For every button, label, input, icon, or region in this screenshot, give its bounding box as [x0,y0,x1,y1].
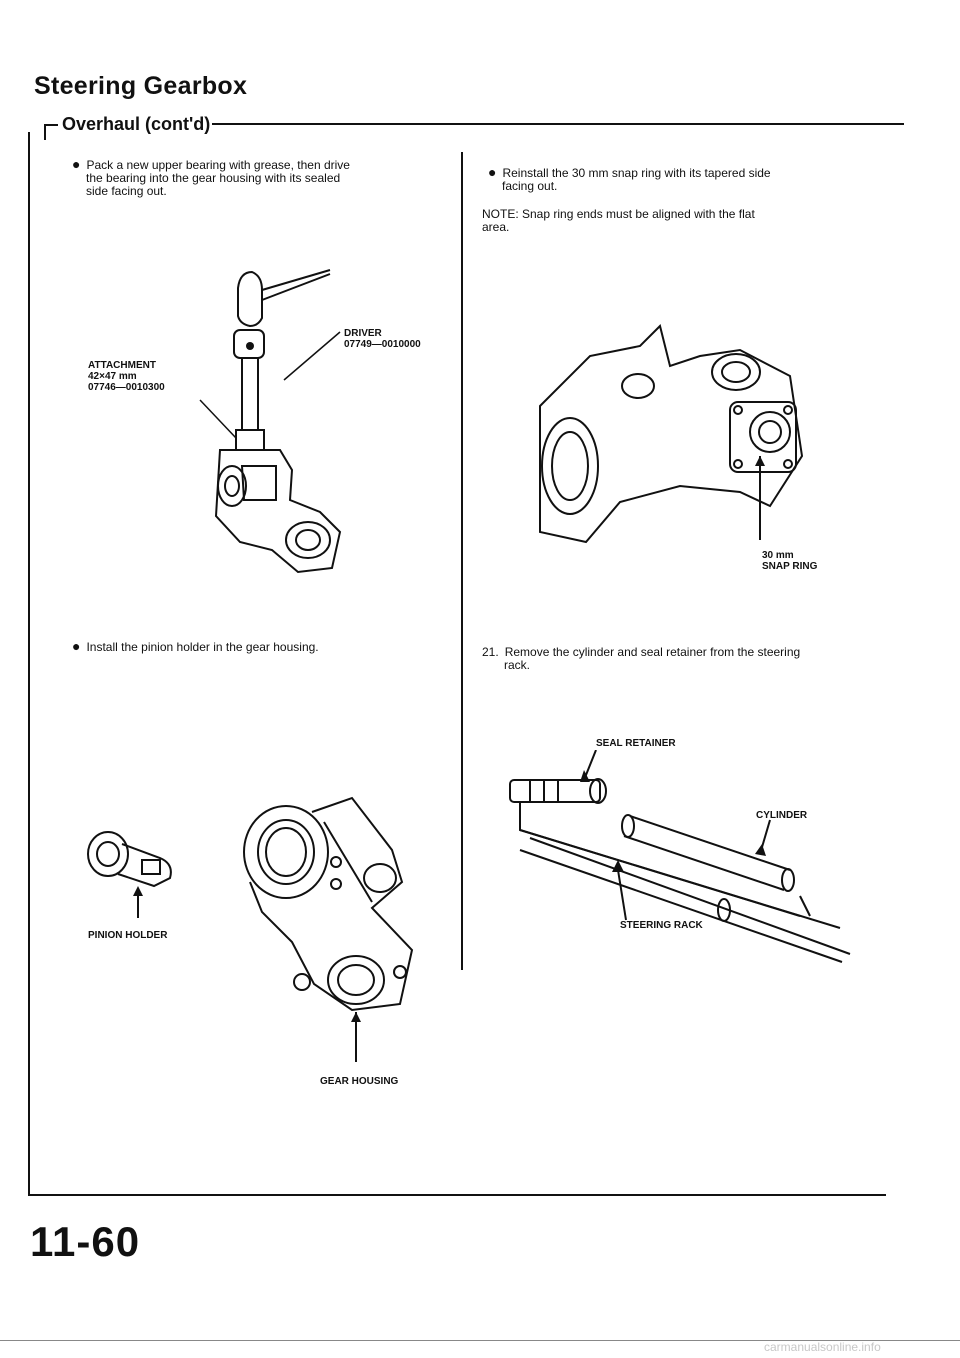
right-step21-line2: rack. [504,658,531,672]
gear-housing-label: GEAR HOUSING [320,1076,399,1087]
left-step2-text: ●Install the pinion holder in the gear h… [72,638,319,654]
driver-installation-figure [199,269,342,574]
cylinder-label: CYLINDER [756,810,808,821]
snap-ring-label: 30 mm SNAP RING [762,550,817,572]
pinion-holder-label: PINION HOLDER [88,930,168,941]
right-step1-line2: facing out. [502,179,558,193]
right-step1-line1: ●Reinstall the 30 mm snap ring with its … [488,164,771,180]
right-step21-text: 21.Remove the cylinder and seal retainer… [482,646,884,672]
driver-label: DRIVER 07749—0010000 [344,328,421,350]
section-bracket [44,124,58,126]
gear-housing-figure [243,796,414,1062]
pinion-holder-figure [87,831,172,918]
footer-rule [0,1340,960,1341]
snap-ring-name: SNAP RING [762,561,818,572]
left-step1-text: ●Pack a new upper bearing with grease, t… [72,156,467,198]
right-note-line2: area. [482,220,510,234]
step-number: 21. [482,645,499,659]
right-step1-text: ●Reinstall the 30 mm snap ring with its … [488,164,883,193]
bottom-rule [28,1194,886,1196]
column-divider [461,152,463,970]
seal-retainer-label: SEAL RETAINER [596,738,676,749]
left-step1-line2: the bearing into the gear housing with i… [86,171,341,185]
attachment-name: ATTACHMENT [88,360,156,371]
page-title: Steering Gearbox [34,72,248,100]
left-step1-line3: side facing out. [86,184,167,198]
driver-name: DRIVER [344,328,382,339]
driver-part-number: 07749—0010000 [344,339,421,350]
watermark: carmanualsonline.info [764,1340,881,1354]
right-note-line1: NOTE: Snap ring ends must be aligned wit… [482,207,755,221]
steering-rack-label: STEERING RACK [620,920,703,931]
page-number: 11-60 [30,1218,141,1265]
header-rule [212,123,904,125]
bullet-icon: ● [488,164,497,180]
left-page-rule [28,132,30,1194]
bullet-icon: ● [72,638,81,654]
section-subtitle: Overhaul (cont'd) [62,114,211,134]
left-step1-line1: ●Pack a new upper bearing with grease, t… [72,156,350,172]
section-bracket-vertical [44,124,46,140]
attachment-label: ATTACHMENT 42×47 mm 07746—0010300 [88,360,165,393]
right-note: NOTE: Snap ring ends must be aligned wit… [482,208,882,234]
snap-ring-size: 30 mm [762,550,794,561]
rack-removal-figure [509,750,851,963]
snap-ring-figure [539,324,804,544]
bullet-icon: ● [72,156,81,172]
attachment-size: 42×47 mm [88,371,137,382]
right-step21-line1: 21.Remove the cylinder and seal retainer… [482,645,801,659]
attachment-part-number: 07746—0010300 [88,382,165,393]
